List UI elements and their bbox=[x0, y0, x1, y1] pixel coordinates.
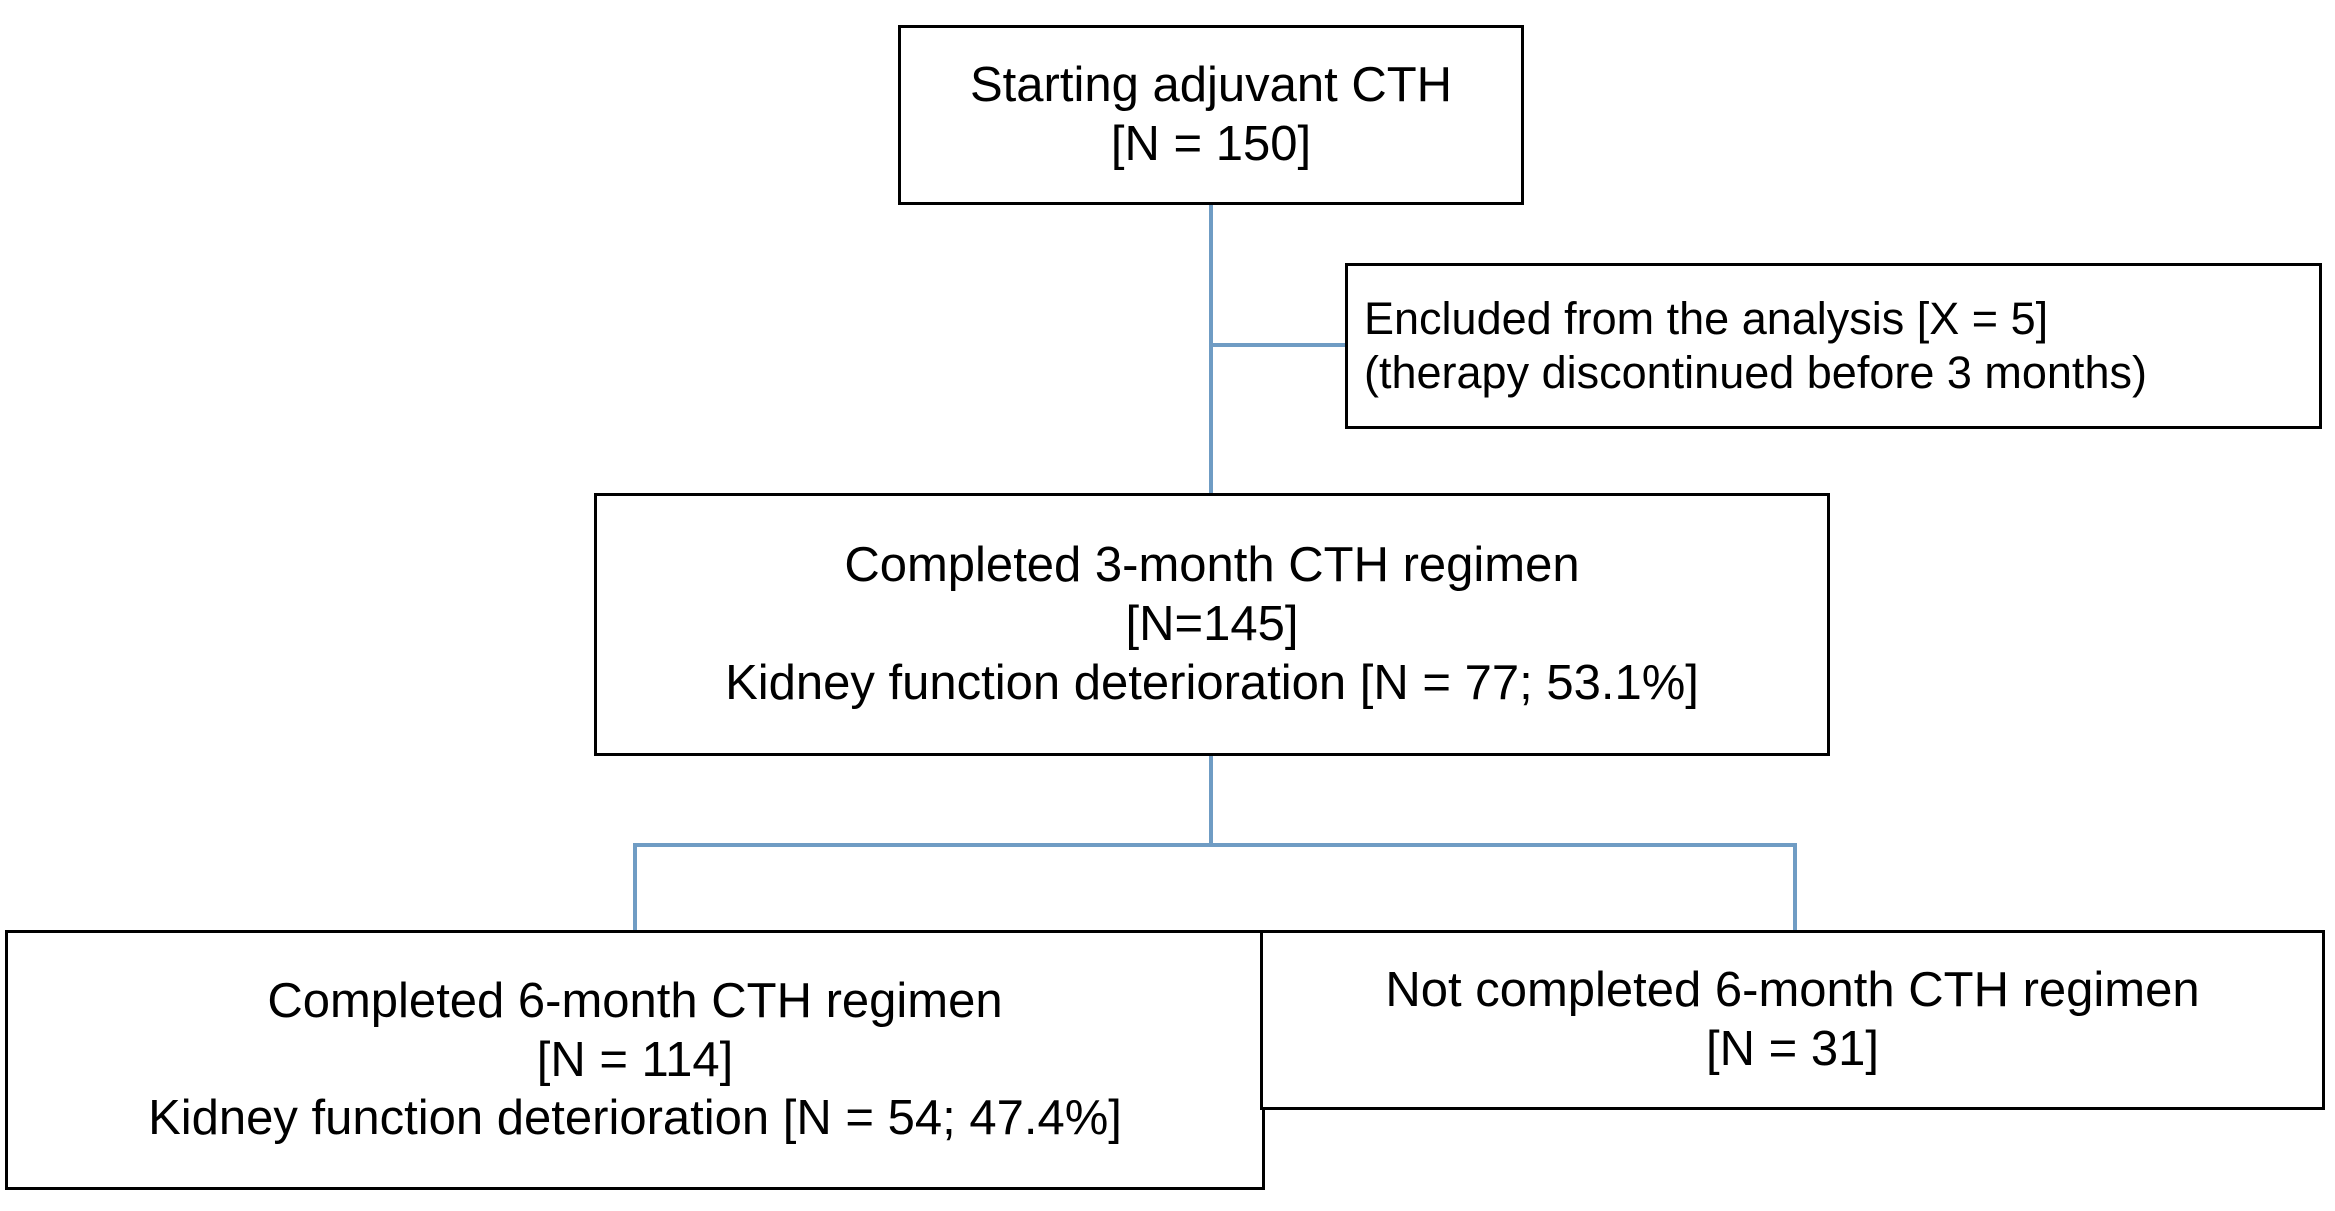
node-three-month-line-2: [N=145] bbox=[1125, 597, 1299, 652]
node-six-month-line-3: Kidney function deterioration [N = 54; 4… bbox=[148, 1091, 1122, 1146]
connector-to-excluded-box bbox=[1209, 343, 1347, 347]
node-not-six-month-line-2: [N = 31] bbox=[1706, 1022, 1879, 1076]
connector-drop-to-not-six-month bbox=[1793, 843, 1797, 933]
node-excluded-line-1: Encluded from the analysis [X = 5] bbox=[1364, 293, 2049, 344]
node-start-line-2: [N = 150] bbox=[1110, 117, 1312, 171]
node-completed-3-month-regimen: Completed 3-month CTH regimen [N=145] Ki… bbox=[594, 493, 1830, 756]
node-three-month-line-3: Kidney function deterioration [N = 77; 5… bbox=[725, 655, 1699, 710]
node-not-six-month-line-1: Not completed 6-month CTH regimen bbox=[1385, 963, 2200, 1018]
node-six-month-line-1: Completed 6-month CTH regimen bbox=[267, 973, 1003, 1028]
node-excluded-line-2: (therapy discontinued before 3 months) bbox=[1364, 347, 2147, 398]
node-start-line-1: Starting adjuvant CTH bbox=[969, 58, 1453, 113]
node-not-completed-6-month-regimen: Not completed 6-month CTH regimen [N = 3… bbox=[1260, 930, 2325, 1110]
connector-start-to-three-month bbox=[1209, 204, 1213, 495]
node-excluded-from-analysis: Encluded from the analysis [X = 5] (ther… bbox=[1345, 263, 2322, 429]
node-six-month-line-2: [N = 114] bbox=[536, 1032, 734, 1087]
node-completed-6-month-regimen: Completed 6-month CTH regimen [N = 114] … bbox=[5, 930, 1265, 1190]
node-starting-adjuvant-cth: Starting adjuvant CTH [N = 150] bbox=[898, 25, 1524, 205]
connector-three-month-stem bbox=[1209, 754, 1213, 847]
connector-split-horizontal bbox=[633, 843, 1797, 847]
node-three-month-line-1: Completed 3-month CTH regimen bbox=[844, 538, 1580, 593]
connector-drop-to-six-month bbox=[633, 843, 637, 933]
